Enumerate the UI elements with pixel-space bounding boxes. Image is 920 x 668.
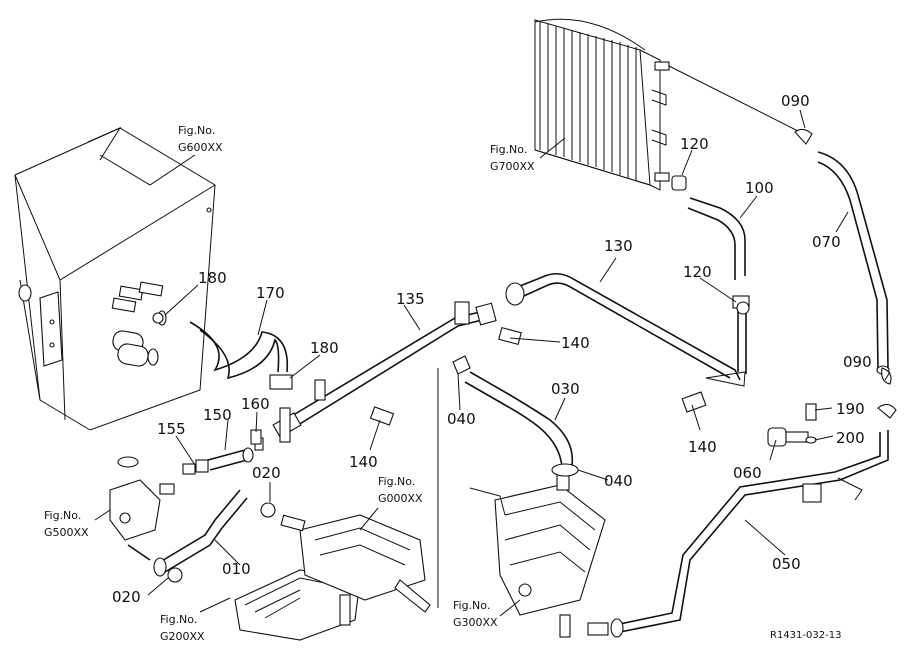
fig-ref-g000xx: Fig.No. G000XX (378, 475, 423, 505)
svg-text:Fig.No.: Fig.No. (378, 475, 415, 488)
fig-ref-g600xx: Fig.No. G600XX (178, 124, 223, 154)
svg-text:Fig.No.: Fig.No. (178, 124, 215, 137)
hose-010 (127, 489, 248, 577)
svg-text:Fig.No.: Fig.No. (453, 599, 490, 612)
label-090-top: 090 (781, 92, 810, 110)
svg-text:Fig.No.: Fig.No. (44, 509, 81, 522)
fig-ref-g700xx: Fig.No. G700XX (490, 143, 535, 173)
label-040-right: 040 (604, 472, 633, 490)
label-200: 200 (836, 429, 865, 447)
pipe-130 (505, 272, 746, 387)
label-020-lower: 020 (112, 588, 141, 606)
label-180-mid: 180 (310, 339, 339, 357)
cooler-line (668, 65, 801, 191)
svg-text:G500XX: G500XX (44, 526, 89, 539)
oil-cooler-drawing (534, 18, 670, 191)
label-140-right: 140 (688, 438, 717, 456)
label-170: 170 (256, 284, 285, 302)
tank-drawing (14, 126, 216, 431)
label-060: 060 (733, 464, 762, 482)
label-140-lower: 140 (349, 453, 378, 471)
label-155: 155 (157, 420, 186, 438)
label-030: 030 (551, 380, 580, 398)
valve-block (109, 456, 196, 541)
label-leaders (147, 109, 891, 596)
pipe-050 (587, 430, 889, 638)
label-135: 135 (396, 290, 425, 308)
label-150: 150 (203, 406, 232, 424)
svg-text:G200XX: G200XX (160, 630, 205, 643)
tank-fittings (111, 281, 167, 367)
label-190: 190 (836, 400, 865, 418)
label-130: 130 (604, 237, 633, 255)
label-020-upper: 020 (252, 464, 281, 482)
label-180-left: 180 (198, 269, 227, 287)
hose-170 (189, 321, 289, 380)
label-040-left: 040 (447, 410, 476, 428)
hose-100 (687, 197, 750, 374)
label-070: 070 (812, 233, 841, 251)
label-140-upper: 140 (561, 334, 590, 352)
label-120-mid: 120 (683, 263, 712, 281)
label-090-right: 090 (843, 353, 872, 371)
main-pump (234, 514, 431, 641)
tee-fitting (272, 407, 302, 443)
svg-text:Fig.No.: Fig.No. (160, 613, 197, 626)
svg-text:Fig.No.: Fig.No. (490, 143, 527, 156)
leader-lines (94, 137, 566, 617)
label-010: 010 (222, 560, 251, 578)
label-050: 050 (772, 555, 801, 573)
secondary-pump (469, 463, 606, 638)
fig-ref-g200xx: Fig.No. G200XX (160, 613, 205, 643)
svg-text:G700XX: G700XX (490, 160, 535, 173)
svg-text:G300XX: G300XX (453, 616, 498, 629)
fig-ref-g300xx: Fig.No. G300XX (453, 599, 498, 629)
label-120-top: 120 (680, 135, 709, 153)
pipe-135 (284, 301, 497, 431)
svg-text:G600XX: G600XX (178, 141, 223, 154)
hose-070 (817, 151, 890, 375)
hose-030 (464, 371, 574, 468)
label-100: 100 (745, 179, 774, 197)
svg-text:G000XX: G000XX (378, 492, 423, 505)
fig-ref-g500xx: Fig.No. G500XX (44, 509, 89, 539)
drawing-number: R1431-032-13 (770, 630, 841, 641)
label-160: 160 (241, 395, 270, 413)
